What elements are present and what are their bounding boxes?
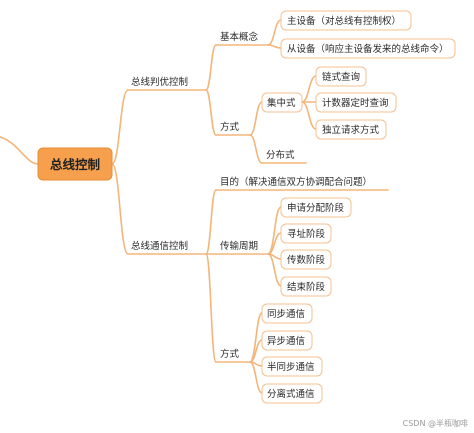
arbitration-to-methods-line xyxy=(205,89,217,136)
root-label: 总线控制 xyxy=(50,157,100,172)
transfer-cycle-label: 传输周期 xyxy=(220,240,258,252)
root-to-arbitration-line xyxy=(111,89,129,165)
branch-arbitration-node[interactable]: 总线判优控制 xyxy=(131,76,188,88)
cycle-stage-label: 寻址阶段 xyxy=(287,228,326,240)
communication-method-label: 同步通信 xyxy=(267,308,305,320)
concepts-to-item2-line xyxy=(267,44,282,49)
root-node[interactable]: 总线控制 xyxy=(37,147,113,181)
concept-item-label: 主设备（对总线有控制权） xyxy=(287,15,401,27)
cycle-to-stage1-line xyxy=(267,206,282,255)
communication-method-label: 异步通信 xyxy=(267,335,305,347)
transfer-cycle-node[interactable]: 传输周期 xyxy=(220,240,258,252)
concept-item-node[interactable]: 从设备（响应主设备发来的总线命令） xyxy=(280,38,456,59)
communication-method-node[interactable]: 分离式通信 xyxy=(261,383,323,404)
branch-communication-node[interactable]: 总线通信控制 xyxy=(131,240,188,252)
centralized-item-label: 计数器定时查询 xyxy=(322,97,389,109)
communication-methods-node[interactable]: 方式 xyxy=(220,348,240,360)
cycle-stage-node[interactable]: 传数阶段 xyxy=(280,249,332,270)
communication-method-node[interactable]: 半同步通信 xyxy=(261,356,323,377)
communication-to-purpose-line xyxy=(205,189,217,255)
methods-to-split-line xyxy=(249,361,263,394)
arbitration-methods-label: 方式 xyxy=(220,121,240,133)
cycle-to-stage4-line xyxy=(267,253,282,287)
concept-item-node[interactable]: 主设备（对总线有控制权） xyxy=(280,10,412,31)
centralized-item-label: 独立请求方式 xyxy=(322,124,380,136)
methods-to-distributed-line xyxy=(249,134,263,164)
arbitration-to-concepts-line xyxy=(205,44,217,91)
communication-method-label: 分离式通信 xyxy=(267,388,315,400)
arbitration-methods-node[interactable]: 方式 xyxy=(220,121,240,133)
root-incoming-line xyxy=(0,136,39,165)
centralized-to-item3-line xyxy=(301,101,317,130)
centralized-item-node[interactable]: 独立请求方式 xyxy=(315,119,387,140)
centralized-to-item1-line xyxy=(301,75,317,103)
communication-method-node[interactable]: 同步通信 xyxy=(261,303,313,324)
basic-concepts-label: 基本概念 xyxy=(220,31,259,43)
communication-method-node[interactable]: 异步通信 xyxy=(261,330,313,351)
centralized-item-label: 链式查询 xyxy=(322,71,360,83)
branch-arbitration-label: 总线判优控制 xyxy=(131,76,188,88)
distributed-label: 分布式 xyxy=(266,149,295,161)
cycle-stage-label: 申请分配阶段 xyxy=(287,202,345,214)
centralized-item-node[interactable]: 计数器定时查询 xyxy=(315,92,397,113)
centralized-label: 集中式 xyxy=(267,97,296,109)
cycle-stage-node[interactable]: 寻址阶段 xyxy=(280,223,332,244)
centralized-item-node[interactable]: 链式查询 xyxy=(315,66,367,87)
concept-item-label: 从设备（响应主设备发来的总线命令） xyxy=(287,43,449,55)
connector-lines xyxy=(0,19,389,394)
communication-to-methods-line xyxy=(205,253,217,363)
centralized-node[interactable]: 集中式 xyxy=(261,92,303,113)
methods-to-sync-line xyxy=(249,312,263,363)
concepts-to-item1-line xyxy=(267,19,282,46)
distributed-node[interactable]: 分布式 xyxy=(266,149,295,161)
root-to-communication-line xyxy=(111,163,129,255)
branch-communication-label: 总线通信控制 xyxy=(131,240,188,252)
cycle-stage-node[interactable]: 申请分配阶段 xyxy=(280,197,352,218)
watermark: CSDN @半瓶咖啡 xyxy=(402,419,468,428)
purpose-label: 目的（解决通信双方协调配合问题） xyxy=(220,176,372,188)
cycle-stage-label: 结束阶段 xyxy=(287,281,326,293)
purpose-node[interactable]: 目的（解决通信双方协调配合问题） xyxy=(220,176,372,188)
communication-methods-label: 方式 xyxy=(220,348,240,360)
communication-method-label: 半同步通信 xyxy=(267,361,315,373)
basic-concepts-node[interactable]: 基本概念 xyxy=(220,31,259,43)
cycle-stage-node[interactable]: 结束阶段 xyxy=(280,276,332,297)
methods-to-centralized-line xyxy=(249,101,263,136)
cycle-stage-label: 传数阶段 xyxy=(287,254,326,266)
